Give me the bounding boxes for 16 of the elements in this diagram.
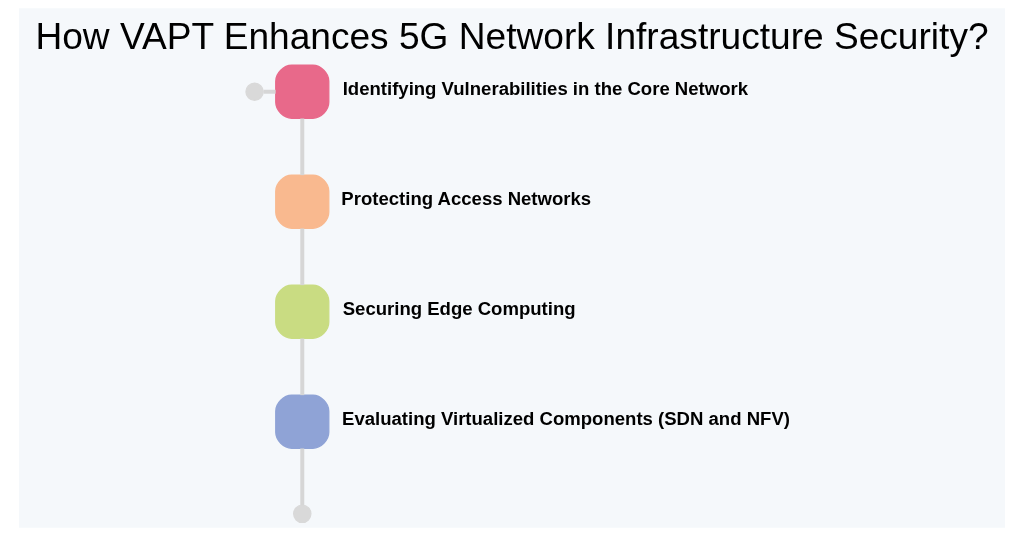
node-circle xyxy=(293,504,312,524)
node-box xyxy=(275,174,330,229)
node-box xyxy=(275,64,330,119)
node-circle xyxy=(245,82,264,101)
connector xyxy=(300,228,305,286)
node-label: Securing Edge Computing xyxy=(342,298,576,320)
connector xyxy=(300,338,305,396)
connector xyxy=(300,448,305,506)
node-label: Evaluating Virtualized Components (SDN and NFV) xyxy=(342,408,790,430)
node-box xyxy=(275,284,330,339)
node-label: Protecting Access Networks xyxy=(341,188,592,210)
connector xyxy=(300,118,305,176)
node-label: Identifying Vulnerabilities in the Core Network xyxy=(342,78,749,100)
diagram-title: How VAPT Enhances 5G Network Infrastructure Security? xyxy=(35,14,989,57)
node-box xyxy=(275,394,330,449)
connector xyxy=(263,89,276,94)
